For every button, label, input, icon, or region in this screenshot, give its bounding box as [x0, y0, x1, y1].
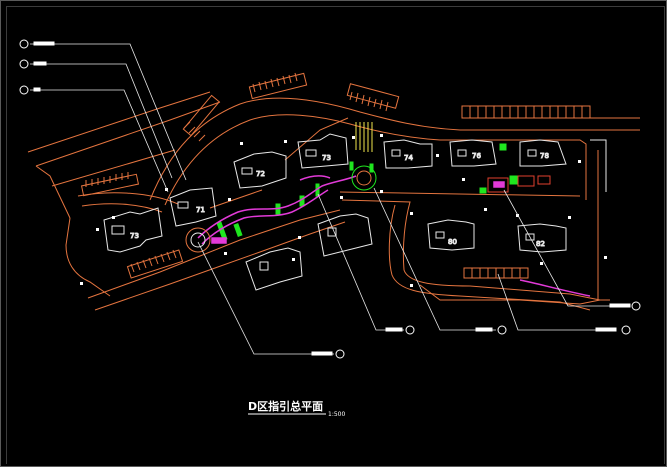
parking-areas — [80, 72, 591, 279]
drawing-title: D区指引总平面 — [248, 399, 323, 413]
svg-text:82: 82 — [536, 240, 545, 248]
buildings: 73 71 72 73 74 76 78 80 — [103, 133, 607, 291]
building-lower-center — [317, 213, 373, 257]
building-72-upper-left: 72 — [233, 151, 287, 189]
svg-text:76: 76 — [472, 152, 481, 160]
svg-text:71: 71 — [196, 206, 205, 214]
svg-text:80: 80 — [448, 238, 457, 246]
svg-text:74: 74 — [404, 154, 413, 162]
building-76-right: 76 — [449, 139, 497, 167]
marker-dots — [80, 134, 607, 287]
svg-text:72: 72 — [256, 170, 265, 178]
red-structures — [487, 175, 551, 193]
svg-text:73: 73 — [130, 232, 139, 240]
building-71-left: 71 — [169, 187, 217, 227]
drawing-title-block: D区指引总平面 1:500 — [248, 399, 345, 418]
building-73-far-left: 73 — [103, 207, 163, 253]
cad-viewport-border — [6, 6, 665, 464]
plazas — [185, 165, 377, 253]
building-82-lower-far-right: 82 — [517, 223, 567, 253]
building-lower-left — [245, 247, 303, 291]
green-landscape — [216, 143, 519, 241]
magenta-features — [197, 175, 591, 297]
callout-markers — [19, 39, 641, 359]
building-80-lower-right: 80 — [427, 219, 475, 251]
building-78-far-right: 78 — [519, 139, 567, 167]
drawing-scale: 1:500 — [328, 411, 345, 418]
svg-text:78: 78 — [540, 152, 549, 160]
building-73-upper-center: 73 — [297, 133, 349, 169]
building-74-upper-right: 74 — [383, 139, 433, 169]
road-network — [27, 91, 640, 311]
yellow-stripes — [355, 122, 373, 152]
svg-text:73: 73 — [322, 154, 331, 162]
leader-lines — [30, 43, 630, 355]
